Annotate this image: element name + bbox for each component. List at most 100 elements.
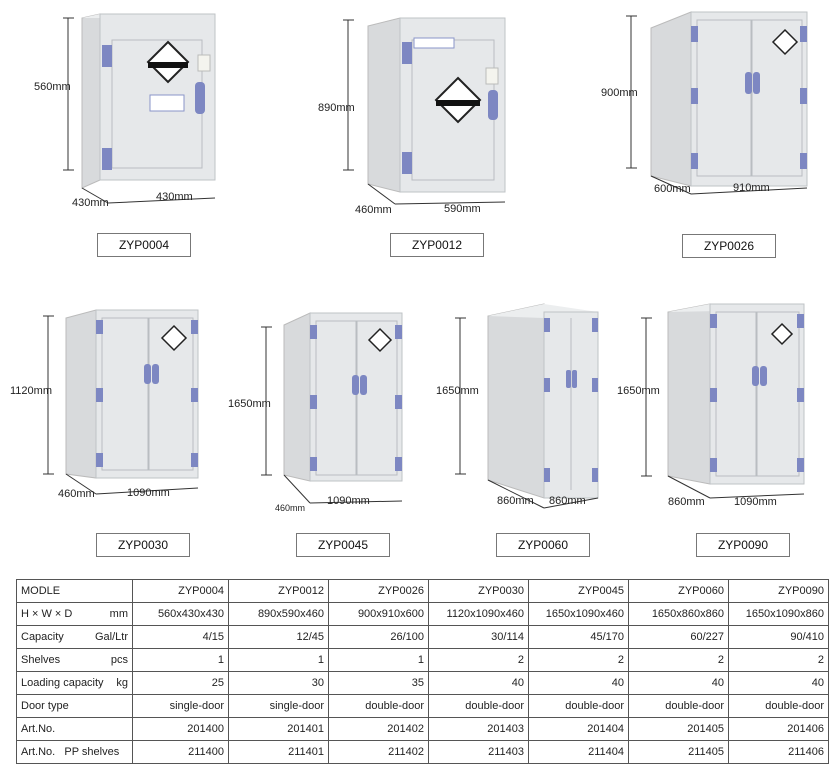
model-label: ZYP0026 <box>682 234 776 258</box>
width-dimension: 860mm <box>549 495 586 507</box>
cabinet-image <box>455 303 599 509</box>
table-cell: 2 <box>428 648 529 672</box>
width-dimension: 1090mm <box>734 496 777 508</box>
height-dimension: 560mm <box>34 81 71 93</box>
table-cell: 201403 <box>428 717 529 741</box>
table-cell: 40 <box>728 671 829 695</box>
table-cell: 211400 <box>132 740 229 764</box>
table-cell: 211402 <box>328 740 429 764</box>
table-cell: 26/100 <box>328 625 429 649</box>
depth-dimension: 460mm <box>355 204 392 216</box>
table-cell: 211403 <box>428 740 529 764</box>
table-row: Art.No. 201400 201401 201402 201403 2014… <box>16 717 829 741</box>
table-cell: 211404 <box>528 740 629 764</box>
width-dimension: 590mm <box>444 203 481 215</box>
model-label: ZYP0090 <box>696 533 790 557</box>
width-dimension: 1090mm <box>127 487 170 499</box>
table-cell: 201400 <box>132 717 229 741</box>
row-label: Art.No. PP shelves <box>16 740 133 764</box>
table-cell: 1650x860x860 <box>628 602 729 626</box>
height-dimension: 1120mm <box>10 385 52 397</box>
height-dimension: 900mm <box>601 87 638 99</box>
table-cell: double-door <box>528 694 629 718</box>
table-cell: 1650x1090x460 <box>528 602 629 626</box>
height-dimension: 1650mm <box>617 385 660 397</box>
table-cell: 1 <box>132 648 229 672</box>
table-cell: 90/410 <box>728 625 829 649</box>
width-dimension: 1090mm <box>327 495 370 507</box>
width-dimension: 430mm <box>156 191 193 203</box>
row-label: Door type <box>16 694 133 718</box>
table-cell: single-door <box>132 694 229 718</box>
table-cell: 1 <box>228 648 329 672</box>
cabinet-image <box>63 13 216 204</box>
width-dimension: 910mm <box>733 182 770 194</box>
table-cell: 1120x1090x460 <box>428 602 529 626</box>
cabinet-image <box>43 309 199 495</box>
table-header-row: MODLE ZYP0004 ZYP0012 ZYP0026 ZYP0030 ZY… <box>16 579 829 603</box>
header-cell: ZYP0012 <box>228 579 329 603</box>
depth-dimension: 460mm <box>58 488 95 500</box>
cabinet-image <box>641 303 805 499</box>
table-cell: 40 <box>628 671 729 695</box>
table-row: Door type single-door single-door double… <box>16 694 829 718</box>
table-cell: 40 <box>528 671 629 695</box>
table-cell: 201404 <box>528 717 629 741</box>
depth-dimension: 860mm <box>668 496 705 508</box>
table-row: Art.No. PP shelves 211400 211401 211402 … <box>16 740 829 764</box>
height-dimension: 1650mm <box>228 398 271 410</box>
depth-dimension: 460mm <box>275 503 306 513</box>
header-label: MODLE <box>16 579 133 603</box>
header-cell: ZYP0026 <box>328 579 429 603</box>
table-cell: double-door <box>428 694 529 718</box>
cabinet-image <box>261 312 403 504</box>
table-cell: double-door <box>328 694 429 718</box>
table-cell: 12/45 <box>228 625 329 649</box>
table-cell: 201402 <box>328 717 429 741</box>
header-cell: ZYP0004 <box>132 579 229 603</box>
row-label: Art.No. <box>16 717 133 741</box>
table-cell: single-door <box>228 694 329 718</box>
table-cell: 35 <box>328 671 429 695</box>
height-dimension: 1650mm <box>436 385 479 397</box>
table-cell: 60/227 <box>628 625 729 649</box>
table-cell: 45/170 <box>528 625 629 649</box>
table-cell: 40 <box>428 671 529 695</box>
header-cell: ZYP0090 <box>728 579 829 603</box>
table-cell: 2 <box>528 648 629 672</box>
table-cell: 560x430x430 <box>132 602 229 626</box>
table-cell: 211405 <box>628 740 729 764</box>
height-dimension: 890mm <box>318 102 355 114</box>
model-label: ZYP0004 <box>97 233 191 257</box>
table-cell: 1650x1090x860 <box>728 602 829 626</box>
table-cell: 211401 <box>228 740 329 764</box>
table-cell: 900x910x600 <box>328 602 429 626</box>
table-cell: 211406 <box>728 740 829 764</box>
header-cell: ZYP0045 <box>528 579 629 603</box>
header-cell: ZYP0030 <box>428 579 529 603</box>
table-cell: 30/114 <box>428 625 529 649</box>
header-cell: ZYP0060 <box>628 579 729 603</box>
cabinet-image <box>343 17 506 205</box>
depth-dimension: 600mm <box>654 183 691 195</box>
table-cell: 4/15 <box>132 625 229 649</box>
table-cell: 2 <box>628 648 729 672</box>
depth-dimension: 860mm <box>497 495 534 507</box>
table-cell: 30 <box>228 671 329 695</box>
table-cell: double-door <box>628 694 729 718</box>
model-label: ZYP0012 <box>390 233 484 257</box>
table-cell: 2 <box>728 648 829 672</box>
table-cell: 201405 <box>628 717 729 741</box>
cabinet-image <box>626 11 808 195</box>
spec-table: MODLE ZYP0004 ZYP0012 ZYP0026 ZYP0030 ZY… <box>16 579 829 764</box>
table-cell: 890x590x460 <box>228 602 329 626</box>
table-cell: 25 <box>132 671 229 695</box>
table-cell: 201401 <box>228 717 329 741</box>
